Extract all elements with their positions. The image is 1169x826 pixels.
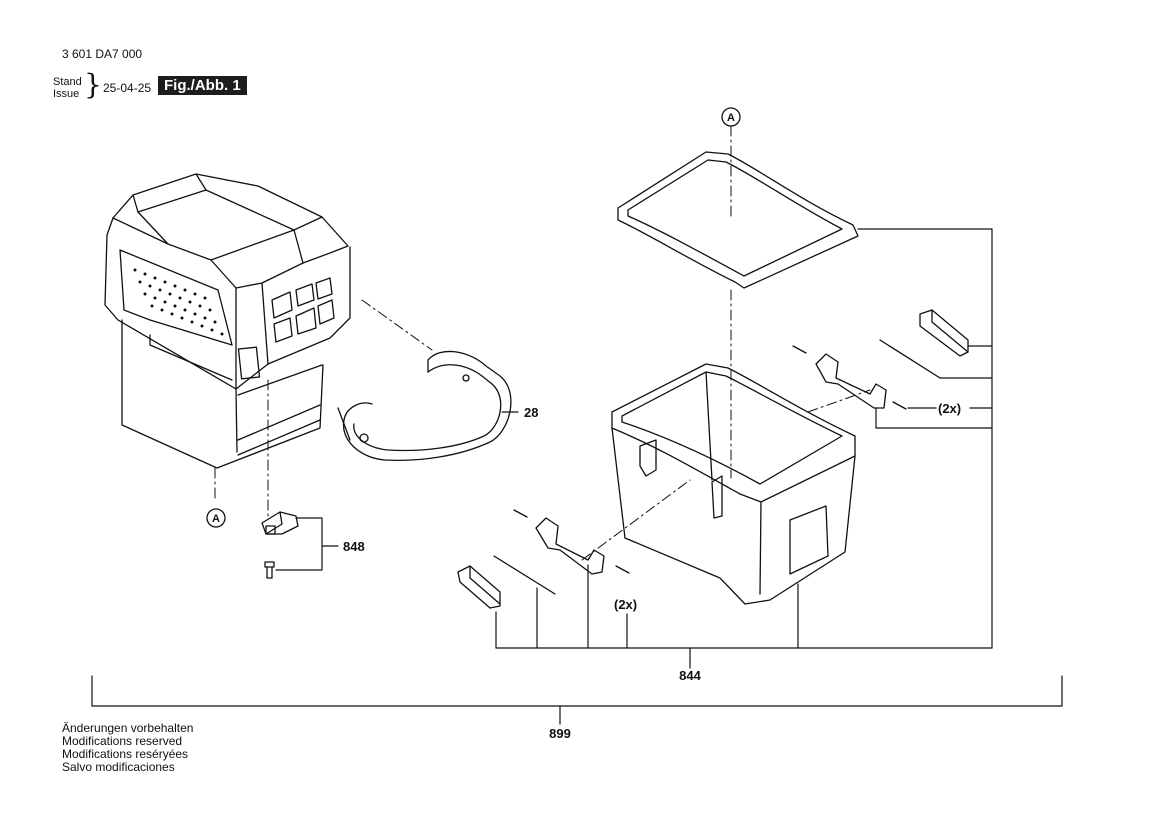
- qty-lower-label: (2x): [614, 597, 637, 612]
- knob-part-848: [261, 511, 299, 535]
- document-number: 3 601 DA7 000: [62, 47, 143, 61]
- part-899-label: 899: [549, 726, 571, 741]
- brace-glyph: }: [84, 68, 102, 101]
- note-line-de: Änderungen vorbehalten: [62, 721, 194, 735]
- latch-part-upper: [815, 353, 887, 409]
- ref-a-left-label: A: [212, 513, 220, 525]
- clip-part-upper: [919, 309, 969, 357]
- ref-circle-a-top: [721, 107, 741, 127]
- issue-date: 25-04-25: [103, 81, 152, 95]
- qty-upper-label: (2x): [938, 401, 961, 416]
- part-844-label: 844: [679, 668, 701, 683]
- charger-unit: [104, 173, 351, 469]
- ref-a-top-label: A: [727, 112, 735, 124]
- note-line-en: Modifications reserved: [62, 734, 183, 748]
- note-line-fr: Modifications reséryées: [62, 747, 189, 761]
- leader-lines: [91, 228, 1063, 725]
- stand-label: Stand: [53, 76, 82, 88]
- part-28-label: 28: [524, 405, 538, 420]
- issue-label: Issue: [53, 88, 80, 100]
- screw-part-848: [264, 561, 275, 579]
- assembly-lines: [214, 125, 871, 561]
- part-848-label: 848: [343, 539, 365, 554]
- note-line-es: Salvo modificaciones: [62, 760, 175, 774]
- control-panel: [271, 277, 335, 343]
- pin-part-upper: [792, 339, 941, 410]
- lid-gasket: [617, 151, 859, 289]
- figure-badge: Fig./Abb. 1: [158, 76, 247, 95]
- ref-circle-a-left: [206, 508, 226, 528]
- pin-part-lower: [493, 509, 630, 595]
- storage-box: [611, 363, 856, 605]
- latch-part-lower: [535, 517, 605, 575]
- clip-part-lower: [457, 565, 501, 609]
- strap-part-28: [337, 350, 512, 461]
- vent-holes: [133, 268, 224, 336]
